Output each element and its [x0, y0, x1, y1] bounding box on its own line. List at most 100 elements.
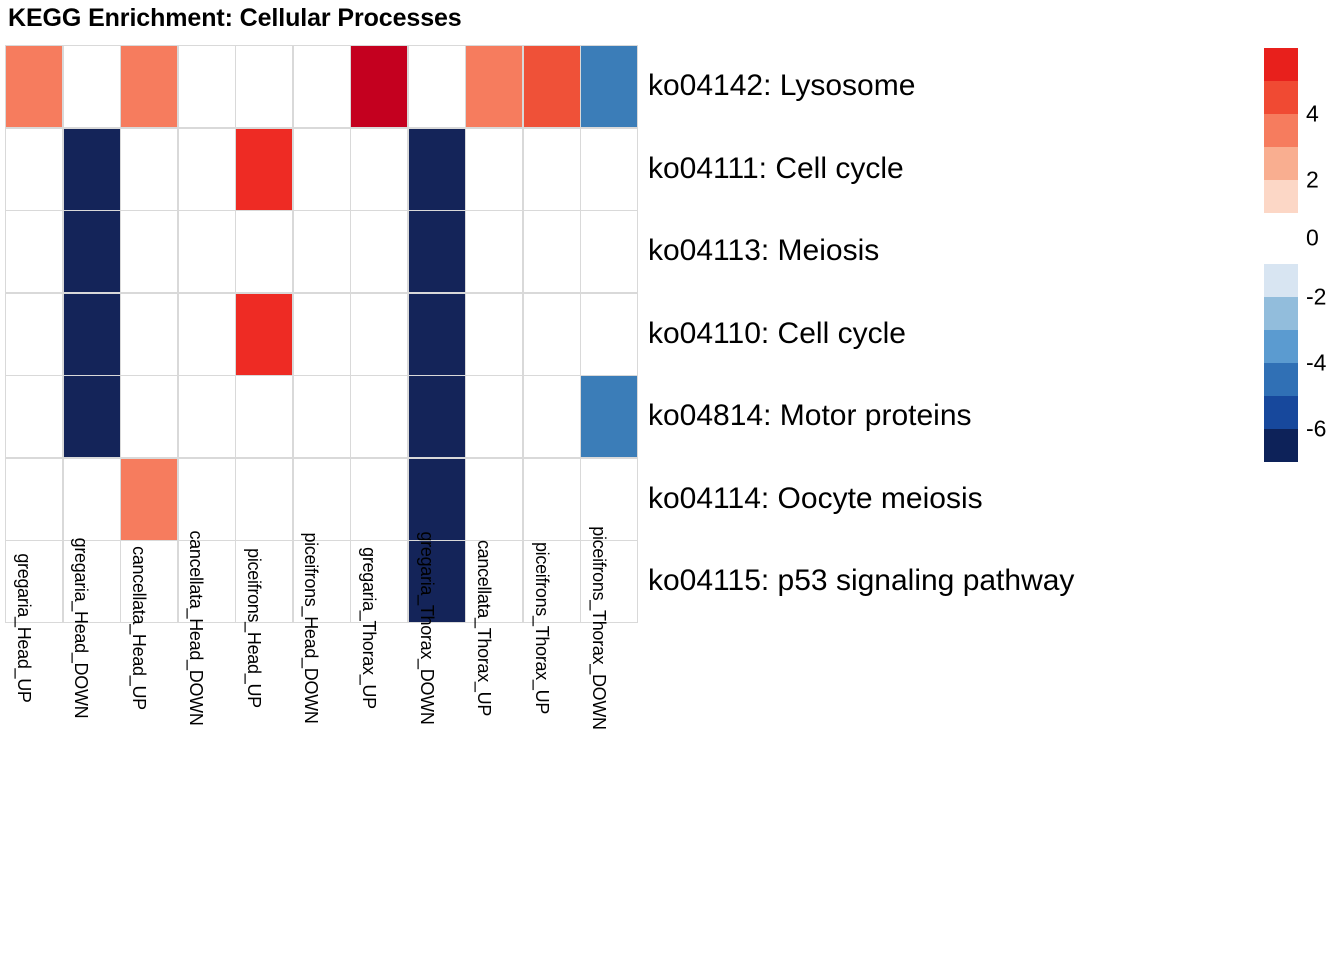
heatmap-cell	[236, 211, 292, 292]
heatmap-cell	[408, 376, 465, 457]
heatmap-cell	[293, 211, 350, 292]
heatmap-column-label: piceifrons_Thorax_DOWN	[589, 526, 610, 730]
colorbar-swatch	[1264, 396, 1298, 429]
heatmap-cell	[581, 541, 637, 622]
heatmap-column-label: cancellata_Head_UP	[128, 546, 149, 710]
heatmap-cell	[178, 293, 235, 375]
heatmap-cell	[293, 376, 350, 457]
heatmap-cell	[408, 458, 465, 540]
heatmap-cell	[466, 376, 522, 457]
heatmap-column-label: gregaria_Thorax_UP	[359, 547, 380, 709]
heatmap-column-label: cancellata_Head_DOWN	[186, 530, 207, 726]
colorbar-swatch	[1264, 147, 1298, 180]
heatmap-cell	[6, 541, 62, 622]
heatmap-column-label: piceifrons_Head_UP	[243, 548, 264, 708]
heatmap-row-label: ko04115: p53 signaling pathway	[648, 564, 1075, 598]
heatmap-row-label: ko04814: Motor proteins	[648, 399, 972, 433]
heatmap-column-label: gregaria_Head_DOWN	[71, 537, 92, 719]
heatmap-cell	[63, 293, 120, 375]
heatmap-cell	[236, 458, 292, 540]
heatmap-row-label: ko04110: Cell cycle	[648, 316, 906, 350]
heatmap-cell	[408, 541, 465, 622]
heatmap-cell	[6, 211, 62, 292]
heatmap-column-label: cancellata_Thorax_UP	[474, 539, 495, 717]
colorbar-tick-label: 4	[1306, 100, 1319, 127]
heatmap-cell	[466, 458, 522, 540]
heatmap-cell	[523, 211, 580, 292]
heatmap-cell	[523, 293, 580, 375]
heatmap-cell	[293, 458, 350, 540]
heatmap-cell	[351, 211, 407, 292]
colorbar-swatch	[1264, 429, 1298, 462]
heatmap-cell	[6, 293, 62, 375]
heatmap-cell	[408, 128, 465, 210]
heatmap-cell	[178, 541, 235, 622]
heatmap-cell	[63, 541, 120, 622]
heatmap-column-label-slot: gregaria_Thorax_DOWN	[408, 531, 466, 956]
heatmap-column-label-slot: piceifrons_Head_UP	[235, 548, 293, 956]
colorbar-tick-label: 2	[1306, 166, 1319, 193]
heatmap-cell	[581, 128, 637, 210]
colorbar-tick-label: -4	[1306, 349, 1327, 376]
colorbar-swatch	[1264, 363, 1298, 396]
heatmap-cell	[581, 458, 637, 540]
heatmap-cell	[63, 128, 120, 210]
colorbar-legend: 4 2 0 -2 -4 -6	[1264, 48, 1344, 462]
colorbar-tick-label: -2	[1306, 283, 1327, 310]
heatmap-cell	[121, 458, 177, 540]
heatmap-cell	[178, 211, 235, 292]
colorbar-gradient-bar	[1264, 48, 1298, 462]
heatmap-cell	[523, 376, 580, 457]
heatmap-row-label: ko04114: Oocyte meiosis	[648, 481, 983, 515]
heatmap-cell	[351, 458, 407, 540]
heatmap-column-label-slot: piceifrons_Head_DOWN	[293, 532, 351, 956]
heatmap-cell	[121, 541, 177, 622]
heatmap-cell	[581, 46, 637, 127]
colorbar-swatch	[1264, 330, 1298, 363]
heatmap-grid	[5, 45, 638, 623]
heatmap-cell	[121, 128, 177, 210]
colorbar-swatch	[1264, 48, 1298, 81]
heatmap-column-label-slot: cancellata_Head_DOWN	[178, 530, 236, 956]
heatmap-cell	[408, 46, 465, 127]
heatmap-column-label-slot: cancellata_Head_UP	[120, 546, 178, 956]
heatmap-column-label-slot: cancellata_Thorax_UP	[465, 540, 523, 956]
heatmap-cell	[6, 376, 62, 457]
heatmap-column-label: gregaria_Thorax_DOWN	[416, 531, 437, 725]
heatmap-cell	[351, 541, 407, 622]
colorbar-swatch	[1264, 297, 1298, 330]
colorbar-tick-label: -6	[1306, 415, 1327, 442]
heatmap-cell	[408, 211, 465, 292]
colorbar-swatch	[1264, 213, 1298, 264]
heatmap-cell	[293, 46, 350, 127]
heatmap-column-label-slot: piceifrons_Thorax_UP	[523, 542, 581, 956]
heatmap-cell	[466, 128, 522, 210]
heatmap-cell	[351, 128, 407, 210]
heatmap-column-label: gregaria_Head_UP	[13, 553, 34, 703]
heatmap-row-label: ko04113: Meiosis	[648, 234, 880, 268]
colorbar-tick-label: 0	[1306, 224, 1319, 251]
heatmap-cell	[121, 46, 177, 127]
heatmap-cell	[236, 128, 292, 210]
heatmap-cell	[6, 46, 62, 127]
heatmap-cell	[63, 211, 120, 292]
heatmap-cell	[293, 541, 350, 622]
heatmap-cell	[523, 458, 580, 540]
heatmap-column-label-slot: gregaria_Thorax_UP	[350, 547, 408, 956]
heatmap-column-label-slot: gregaria_Head_DOWN	[63, 538, 121, 956]
heatmap-cell	[293, 128, 350, 210]
heatmap-cell	[581, 293, 637, 375]
heatmap-cell	[63, 376, 120, 457]
heatmap-cell	[121, 293, 177, 375]
heatmap-cell	[351, 46, 407, 127]
heatmap-cell	[178, 128, 235, 210]
heatmap-cell	[466, 541, 522, 622]
heatmap-cell	[6, 458, 62, 540]
heatmap-cell	[466, 293, 522, 375]
heatmap-cell	[236, 376, 292, 457]
heatmap-cell	[466, 211, 522, 292]
heatmap-cell	[581, 376, 637, 457]
heatmap-cell	[293, 293, 350, 375]
heatmap-column-labels: gregaria_Head_UP gregaria_Head_DOWN cancel…	[5, 526, 638, 956]
